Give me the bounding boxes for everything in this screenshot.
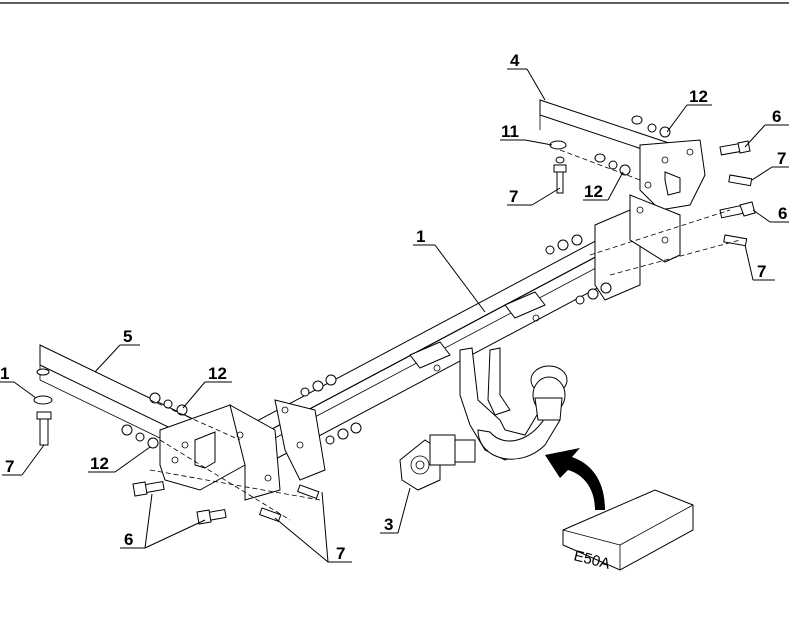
- label-7-tr2: 7: [757, 262, 766, 281]
- label-3: 3: [384, 515, 393, 534]
- label-6-mid: 6: [778, 204, 787, 223]
- label-6-top: 6: [772, 107, 781, 126]
- label-4: 4: [510, 51, 520, 70]
- label-12-mid: 12: [584, 182, 603, 201]
- label-5: 5: [123, 327, 132, 346]
- label-7-left: 7: [5, 457, 14, 476]
- right-side-bracket: [539, 99, 706, 263]
- label-6-bottom: 6: [124, 530, 133, 549]
- package-arrow: [545, 448, 605, 510]
- electrical-socket-plate: [399, 434, 476, 491]
- hardware-washers: [33, 115, 756, 525]
- label-7-tr1: 7: [777, 149, 786, 168]
- label-1-main: 1: [416, 227, 425, 246]
- label-12-left-top: 12: [208, 364, 227, 383]
- left-end-plate: [274, 399, 326, 481]
- crossbar-clamps: [409, 291, 546, 372]
- label-12-left-bottom: 12: [90, 454, 109, 473]
- tow-ball-neck: [459, 347, 568, 461]
- label-11: 11: [501, 122, 519, 141]
- label-1-left: 1: [0, 364, 9, 383]
- label-7-bottom: 7: [336, 544, 345, 563]
- label-12-top: 12: [689, 87, 708, 106]
- left-side-bracket: [39, 344, 281, 501]
- package-box: E50A: [562, 489, 694, 573]
- label-7-top: 7: [509, 187, 518, 206]
- callouts: 4 12 11 6 7 12 7 6 7 1: [0, 51, 789, 563]
- assembly-lines: [149, 149, 741, 521]
